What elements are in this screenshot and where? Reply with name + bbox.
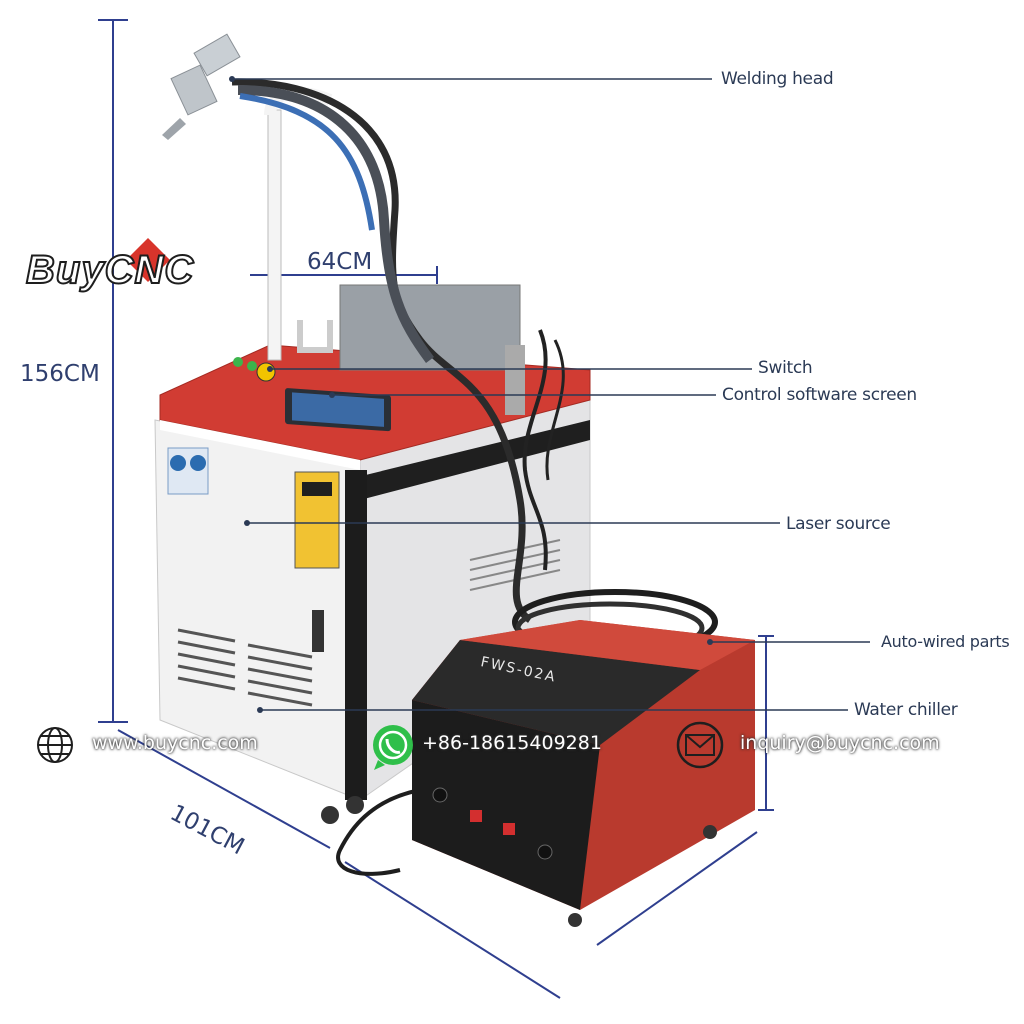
- water-chiller-label: Water chiller: [854, 700, 958, 720]
- whatsapp-icon: [373, 725, 413, 770]
- globe-icon: [37, 727, 73, 763]
- switch-label: Switch: [758, 358, 813, 378]
- website-text: www.buycnc.com: [92, 732, 258, 754]
- email-text: inquiry@buycnc.com: [740, 732, 940, 754]
- callout-dots: [229, 76, 713, 713]
- brand-logo: BuyCNC: [25, 247, 195, 293]
- callout-lines: [232, 78, 870, 711]
- welding-head-label: Welding head: [721, 69, 834, 89]
- auto-wired-parts-label: Auto-wired parts: [881, 632, 1010, 651]
- height-dimension-label: 156CM: [20, 361, 100, 387]
- laser-source-label: Laser source: [786, 514, 891, 534]
- envelope-icon: [676, 721, 724, 769]
- logo-mark: [126, 238, 170, 282]
- width-dimension-label: 64CM: [307, 249, 373, 275]
- control-screen-label: Control software screen: [722, 385, 917, 405]
- welding-head: [162, 33, 241, 140]
- cables: [231, 78, 718, 876]
- phone-text: +86-18615409281: [422, 732, 602, 754]
- water-chiller: [412, 620, 755, 927]
